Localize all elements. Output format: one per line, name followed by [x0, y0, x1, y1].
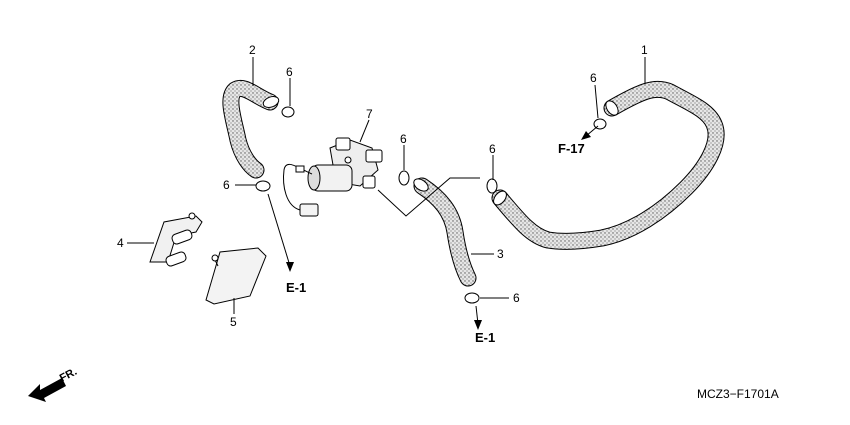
- clamp-6-f: [464, 292, 480, 304]
- reference-f17[interactable]: F-17: [558, 141, 585, 156]
- clamp-6-b: [255, 180, 271, 192]
- callout-6b: 6: [223, 178, 230, 192]
- hose-part-1: [491, 80, 725, 250]
- bracket-part-4: [149, 212, 203, 267]
- callout-7: 7: [366, 107, 373, 121]
- clamp-6-c: [398, 170, 410, 186]
- reference-e1-left[interactable]: E-1: [286, 280, 306, 295]
- front-label: FR.: [58, 366, 79, 385]
- callout-6a: 6: [286, 65, 293, 79]
- callout-1: 1: [641, 43, 648, 57]
- callout-6f: 6: [513, 291, 520, 305]
- drawing-code: MCZ3−F1701A: [697, 387, 779, 401]
- reference-arrows: [267, 125, 599, 330]
- hose-part-2: [222, 80, 280, 179]
- callout-4: 4: [117, 236, 124, 250]
- cover-part-5: [205, 247, 267, 305]
- callout-6e: 6: [590, 71, 597, 85]
- clamp-6-a: [281, 106, 295, 118]
- callout-3: 3: [497, 247, 504, 261]
- arrow-down-icon: [286, 262, 294, 272]
- callout-5: 5: [230, 315, 237, 329]
- reference-e1-right[interactable]: E-1: [475, 330, 495, 345]
- arrow-left-down-icon: [581, 131, 591, 140]
- leader-lines: [127, 57, 646, 314]
- callout-6c: 6: [400, 132, 407, 146]
- clamp-6-d: [486, 178, 498, 194]
- hose-part-3: [413, 177, 477, 287]
- air-valve-part-7: [283, 137, 383, 217]
- arrow-down-icon: [474, 320, 482, 330]
- callout-6d: 6: [489, 142, 496, 156]
- front-direction-indicator: FR.: [28, 366, 79, 402]
- front-arrow-icon: [28, 378, 66, 402]
- callout-2: 2: [249, 43, 256, 57]
